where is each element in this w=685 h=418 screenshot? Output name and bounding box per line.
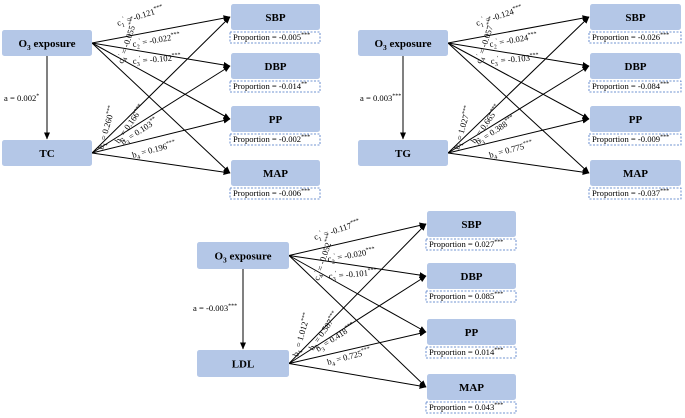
- panel-2-arrow-c3: [447, 42, 590, 120]
- panel-2-proportion-pp: Proportion = -0.009***: [588, 133, 682, 146]
- panel-3-proportion-pp: Proportion = 0.014***: [425, 346, 517, 359]
- panel-2-arrow-c1: [447, 15, 590, 44]
- panel-2-proportion-map: Proportion = -0.037***: [588, 187, 682, 200]
- panel-2-outcome-pp-label: PP: [629, 114, 643, 126]
- svg-text:Proportion = -0.026***: Proportion = -0.026***: [592, 32, 669, 42]
- svg-text:Proportion = -0.009***: Proportion = -0.009***: [592, 134, 669, 144]
- panel-3-mediator-node: LDL: [197, 350, 289, 377]
- panel-1-arrow-c2: [91, 42, 231, 68]
- panel-2-proportion-sbp: Proportion = -0.026***: [588, 31, 682, 44]
- panel-1-b1-label: b1 = 0.260***: [95, 105, 119, 151]
- panel-1-proportion-sbp: Proportion = -0.005***: [229, 31, 321, 44]
- panel-1-c1-label: c1' = -0.121***: [116, 3, 166, 30]
- panel-3-outcome-pp: PP: [427, 319, 516, 345]
- panel-3-arrow-b3: [288, 330, 427, 364]
- panel-3-exposure-node-label: O3 exposure: [214, 251, 271, 265]
- svg-text:Proportion = -0.014**: Proportion = -0.014**: [233, 81, 307, 91]
- panel-2-exposure-node: O3 exposure: [358, 30, 448, 56]
- panel-3-arrow-c2: [288, 255, 427, 279]
- panel-3-exposure-node: O3 exposure: [197, 242, 289, 269]
- panel-2-arrow-b1: [447, 16, 590, 154]
- panel-2-c1-label: c1' = -0.124***: [475, 3, 525, 30]
- panel-1-outcome-sbp: SBP: [231, 4, 320, 30]
- panel-1-a-label: a = 0.002*: [4, 93, 39, 103]
- panel-3-arrow-b4: [288, 363, 427, 389]
- panel-3-arrow-c1: [288, 222, 427, 256]
- panel-1-arrow-b4: [91, 152, 231, 176]
- panel-3-c2-label: c2' = -0.020***: [327, 246, 377, 267]
- svg-text:Proportion = -0.084***: Proportion = -0.084***: [592, 81, 669, 91]
- panel-2-outcome-dbp: DBP: [590, 53, 681, 79]
- panel-1-proportion-map: Proportion = -0.006***: [229, 187, 321, 200]
- panel-2-arrow-b4: [447, 152, 590, 176]
- svg-text:Proportion = -0.002***: Proportion = -0.002***: [233, 134, 310, 144]
- svg-text:Proportion = -0.005***: Proportion = -0.005***: [233, 32, 310, 42]
- panel-1-arrow-c4: [91, 42, 231, 174]
- panel-3-outcome-map-label: MAP: [459, 382, 484, 394]
- panel-3-outcome-sbp: SBP: [427, 211, 516, 237]
- svg-text:Proportion = 0.085***: Proportion = 0.085***: [429, 291, 503, 301]
- panel-2-mediator-node: TG: [358, 140, 448, 166]
- svg-text:Proportion = 0.027***: Proportion = 0.027***: [429, 239, 503, 249]
- panel-3-mediator-node-label: LDL: [232, 359, 255, 371]
- panel-2-mediator-node-label: TG: [395, 148, 411, 160]
- panel-2-c3-label: c3' = -0.103***: [490, 52, 539, 69]
- panel-3-b1-label: b1 = 1.012***: [290, 312, 314, 358]
- panel-1-outcome-dbp: DBP: [231, 53, 320, 79]
- panel-1-outcome-map-label: MAP: [263, 168, 288, 180]
- panel-2-arrow-b3: [447, 117, 590, 154]
- panel-3-arrow-b2: [288, 275, 427, 364]
- panel-1-outcome-pp: PP: [231, 106, 320, 132]
- panel-2-arrow-b2: [447, 65, 590, 154]
- panel-1-mediator-node: TC: [2, 140, 92, 166]
- panel-1-arrow-c3: [91, 42, 231, 120]
- panel-2-outcome-dbp-label: DBP: [625, 61, 647, 73]
- panel-1-outcome-dbp-label: DBP: [265, 61, 287, 73]
- panel-3-outcome-pp-label: PP: [465, 327, 479, 339]
- panel-3-proportion-map: Proportion = 0.043***: [425, 401, 517, 414]
- panel-2-a-label: a = 0.003***: [360, 93, 401, 103]
- panel-1-exposure-node: O3 exposure: [2, 30, 92, 56]
- panel-3-proportion-dbp: Proportion = 0.085***: [425, 290, 517, 303]
- panel-3-outcome-sbp-label: SBP: [461, 219, 481, 231]
- panel-3-outcome-dbp: DBP: [427, 263, 516, 289]
- panel-1-proportion-dbp: Proportion = -0.014**: [229, 80, 321, 93]
- panel-2-outcome-map: MAP: [590, 160, 681, 186]
- panel-2-outcome-pp: PP: [590, 106, 681, 132]
- panel-2-arrow-c4: [447, 42, 590, 174]
- panel-1-proportion-pp: Proportion = -0.002***: [229, 133, 321, 146]
- panel-2-outcome-sbp: SBP: [590, 4, 681, 30]
- panel-2-arrow-c2: [447, 42, 590, 68]
- panel-1-mediator-node-label: TC: [39, 148, 54, 160]
- panel-1-b4-label: b4 = 0.196***: [131, 139, 177, 163]
- panel-2-exposure-node-label: O3 exposure: [374, 38, 431, 52]
- panel-3-arrow-c4: [288, 255, 427, 388]
- panel-3-outcome-dbp-label: DBP: [461, 271, 483, 283]
- panel-3-arrow-b1: [288, 223, 427, 364]
- svg-text:Proportion = 0.043***: Proportion = 0.043***: [429, 402, 503, 412]
- panel-1-outcome-pp-label: PP: [269, 114, 283, 126]
- panel-2-outcome-map-label: MAP: [623, 168, 648, 180]
- panel-2-proportion-dbp: Proportion = -0.084***: [588, 80, 682, 93]
- panel-1-outcome-map: MAP: [231, 160, 320, 186]
- panel-3-outcome-map: MAP: [427, 374, 516, 400]
- panel-1-c3-label: c3' = -0.102***: [132, 52, 181, 69]
- panel-1-exposure-node-label: O3 exposure: [18, 38, 75, 52]
- panel-3-a-label: a = -0.003***: [193, 303, 237, 313]
- panel-1-arrow-c1: [91, 15, 231, 44]
- panel-2-b4-label: b4 = 0.775***: [488, 139, 534, 163]
- panel-1-outcome-sbp-label: SBP: [265, 12, 285, 24]
- panel-3-c3-label: c3' = -0.101***: [328, 267, 377, 284]
- panel-1-arrow-b2: [91, 65, 231, 154]
- panel-2-outcome-sbp-label: SBP: [625, 12, 645, 24]
- svg-text:Proportion = -0.006***: Proportion = -0.006***: [233, 188, 310, 198]
- panel-3-proportion-sbp: Proportion = 0.027***: [425, 238, 517, 251]
- panel-2-b1-label: b1 = 1.027***: [451, 105, 475, 151]
- panel-1-arrow-b1: [91, 16, 231, 154]
- svg-text:Proportion = 0.014***: Proportion = 0.014***: [429, 347, 503, 357]
- svg-text:Proportion = -0.037***: Proportion = -0.037***: [592, 188, 669, 198]
- panel-1-arrow-b3: [91, 117, 231, 154]
